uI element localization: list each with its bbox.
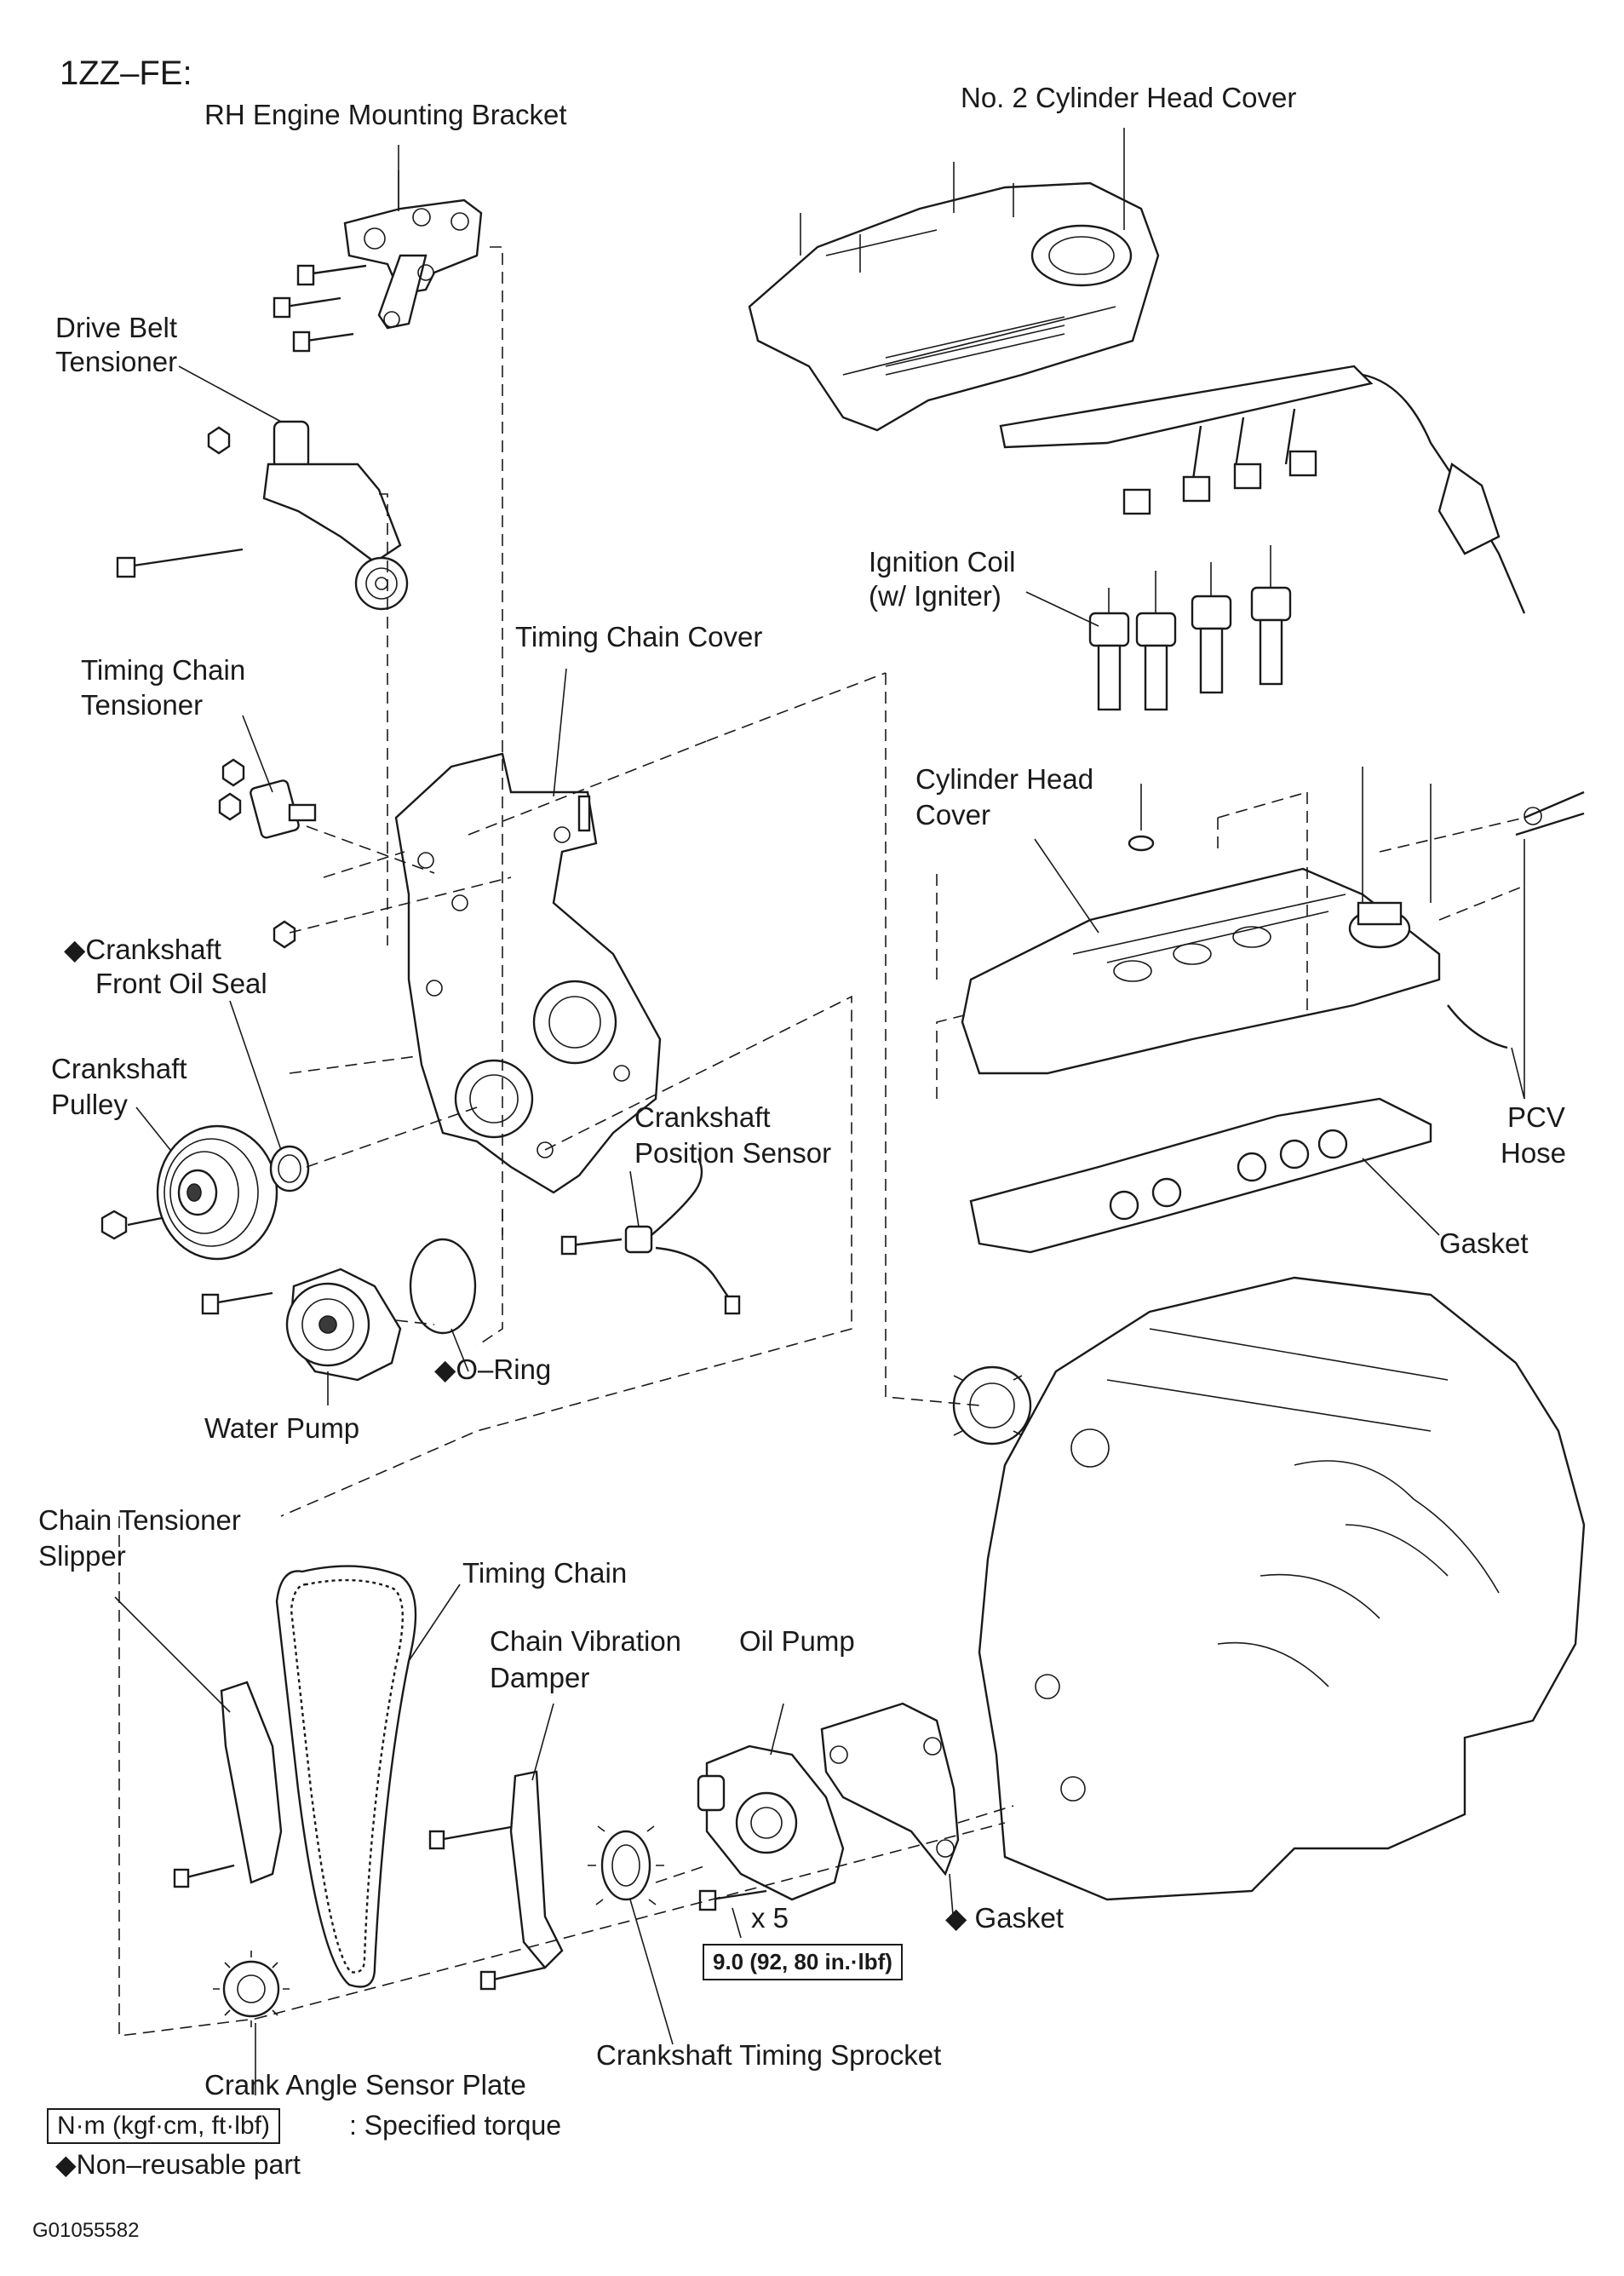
oil-pump-bolt [698, 1889, 767, 1911]
label-crankshaft-position-sensor-1: Crankshaft [634, 1101, 771, 1133]
label-crankshaft-front-oil-seal-1: ◆Crankshaft [64, 934, 221, 965]
label-ignition-coil-2: (w/ Igniter) [869, 580, 1001, 612]
label-cylinder-head-cover-2: Cover [915, 799, 991, 831]
label-crankshaft-front-oil-seal-2: Front Oil Seal [95, 968, 267, 999]
cylinder-head-cover-gasket [969, 1097, 1432, 1254]
engine-code: 1ZZ–FE: [60, 55, 192, 92]
engine-block [952, 1276, 1586, 1901]
pcv-hose [1447, 790, 1585, 1049]
label-crankshaft-pulley-2: Pulley [51, 1089, 128, 1120]
mount-bolts [273, 264, 367, 353]
label-bolt-count: x 5 [751, 1902, 789, 1934]
label-crank-angle-sensor-plate: Crank Angle Sensor Plate [204, 2069, 526, 2101]
legend-torque-text: : Specified torque [349, 2110, 562, 2141]
label-drive-belt-2: Tensioner [55, 346, 178, 377]
label-oil-pump: Oil Pump [739, 1625, 855, 1657]
crankshaft-position-sensor [560, 1158, 741, 1315]
drive-belt-tensioner [116, 420, 409, 611]
leader-lines [114, 128, 1525, 2095]
label-cylinder-head-cover-1: Cylinder Head [915, 763, 1094, 795]
legend-non-reusable: ◆Non–reusable part [55, 2149, 301, 2180]
label-crankshaft-pulley-1: Crankshaft [51, 1053, 187, 1084]
crankshaft-front-oil-seal [269, 1145, 310, 1193]
label-ignition-coil-1: Ignition Coil [869, 546, 1016, 578]
chain-tensioner-slipper [173, 1681, 283, 1888]
label-pcv-1: PCV [1507, 1101, 1565, 1133]
oil-pump-gasket [820, 1702, 960, 1877]
label-chain-tensioner-slipper-2: Slipper [38, 1540, 126, 1572]
label-timing-chain-tensioner-1: Timing Chain [81, 654, 246, 686]
label-drive-belt-1: Drive Belt [55, 312, 178, 343]
ignition-coils [1088, 545, 1292, 711]
chain-vibration-damper [428, 1770, 564, 1991]
timing-chain [275, 1565, 417, 1988]
label-chain-tensioner-slipper-1: Chain Tensioner [38, 1504, 241, 1536]
label-chain-vibration-damper-1: Chain Vibration [490, 1625, 682, 1657]
label-crankshaft-position-sensor-2: Position Sensor [634, 1137, 832, 1169]
label-crankshaft-timing-sprocket: Crankshaft Timing Sprocket [596, 2039, 942, 2071]
camshaft-sprocket [953, 1375, 1023, 1436]
label-o-ring: ◆O–Ring [434, 1354, 552, 1385]
timing-chain-cover [394, 752, 662, 1194]
ignition-coil-harness [999, 365, 1526, 614]
label-timing-chain-cover: Timing Chain Cover [515, 621, 763, 652]
legend-torque-unit: N·m (kgf·cm, ft·lbf) [47, 2108, 280, 2144]
assembly-lines [118, 246, 1525, 2037]
crankshaft-pulley [100, 1124, 278, 1261]
oil-pump [697, 1744, 845, 1901]
label-rh-engine-mounting-bracket: RH Engine Mounting Bracket [204, 99, 567, 130]
figure-code: G01055582 [32, 2219, 140, 2242]
torque-spec-box: 9.0 (92, 80 in.·lbf) [703, 1944, 903, 1980]
label-water-pump: Water Pump [204, 1412, 360, 1444]
label-pcv-2: Hose [1501, 1137, 1567, 1169]
crank-angle-sensor-plate [213, 1951, 290, 2027]
label-timing-chain: Timing Chain [462, 1557, 628, 1589]
crankshaft-timing-sprocket [588, 1825, 664, 1905]
cylinder-head-cover [961, 767, 1441, 1075]
label-oil-pump-gasket: ◆ Gasket [945, 1902, 1064, 1934]
label-cover-gasket: Gasket [1439, 1227, 1529, 1259]
water-pump [201, 1267, 402, 1382]
label-no2-cylinder-head-cover: No. 2 Cylinder Head Cover [961, 82, 1297, 113]
no2-cylinder-head-cover [748, 162, 1160, 432]
o-ring [409, 1238, 477, 1335]
label-timing-chain-tensioner-2: Tensioner [81, 689, 204, 721]
timing-chain-tensioner [218, 758, 317, 949]
label-chain-vibration-damper-2: Damper [490, 1662, 590, 1693]
